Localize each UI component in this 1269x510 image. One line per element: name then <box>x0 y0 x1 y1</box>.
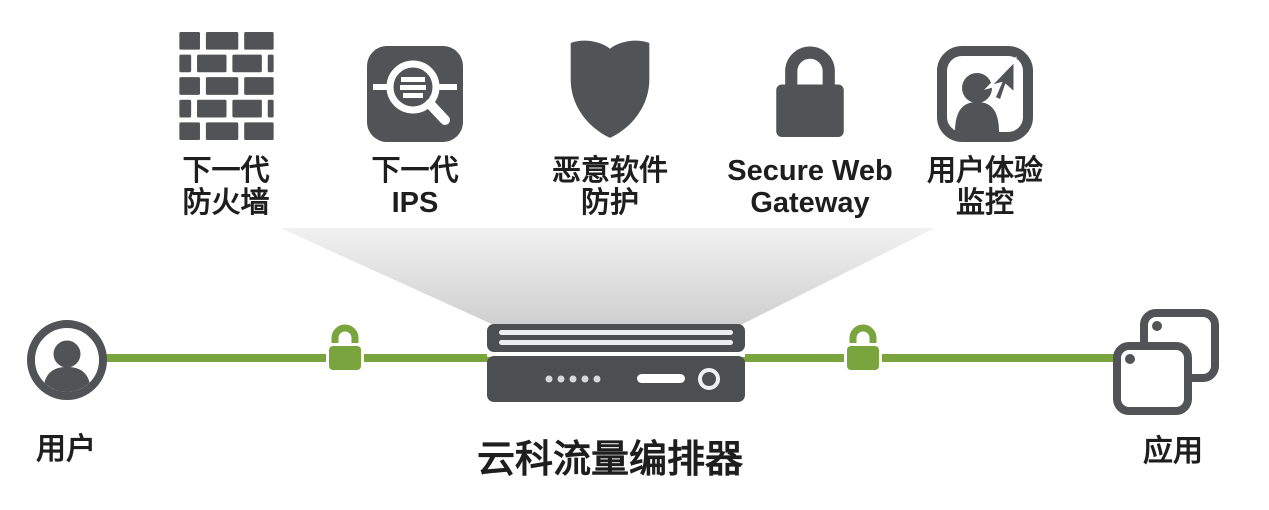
app-label: 应用 <box>1143 435 1203 468</box>
service-label-line: 下一代 <box>182 155 270 187</box>
encryption-lock-right-icon <box>840 318 886 379</box>
service-label-line: 用户体验 <box>926 155 1043 187</box>
service-label-line: 防护 <box>580 187 639 219</box>
secure-web-gateway-lock-icon <box>765 24 855 142</box>
service-label-line: Secure Web <box>727 155 893 187</box>
service-next-gen-firewall: 下一代 防火墙 <box>126 24 326 219</box>
service-label-next-gen-ips: 下一代 IPS <box>371 155 458 219</box>
service-label-secure-web-gateway: Secure Web Gateway <box>727 155 892 219</box>
service-next-gen-ips: 下一代 IPS <box>315 24 515 219</box>
service-label-line: 下一代 <box>371 155 459 187</box>
service-label-malware-protection: 恶意软件 防护 <box>552 155 668 219</box>
service-label-user-experience-monitoring: 用户体验 监控 <box>927 155 1043 219</box>
service-label-next-gen-firewall: 下一代 防火墙 <box>182 155 269 219</box>
application-windows-icon <box>1113 309 1219 415</box>
orchestrator-appliance-icon <box>487 324 745 407</box>
service-secure-web-gateway: Secure Web Gateway <box>710 24 910 219</box>
firewall-brick-icon <box>178 24 274 142</box>
user-icon <box>27 320 107 400</box>
service-user-experience-monitoring: 用户体验 监控 <box>885 24 1085 219</box>
user-node <box>26 319 108 406</box>
ips-magnifier-icon <box>367 24 463 142</box>
funnel-shape <box>280 228 935 326</box>
encryption-lock-left-icon <box>322 318 368 379</box>
service-malware-protection: 恶意软件 防护 <box>510 24 710 219</box>
service-label-line: 防火墙 <box>182 187 270 219</box>
orchestrator-label: 云科流量编排器 <box>476 439 743 481</box>
service-label-line: IPS <box>391 187 439 219</box>
service-label-line: 监控 <box>955 187 1014 219</box>
service-label-line: Gateway <box>750 187 870 219</box>
user-experience-monitor-icon <box>937 24 1033 142</box>
user-label: 用户 <box>36 433 96 466</box>
malware-shield-icon <box>564 24 656 142</box>
application-node <box>1112 308 1220 423</box>
service-label-line: 恶意软件 <box>551 155 668 187</box>
